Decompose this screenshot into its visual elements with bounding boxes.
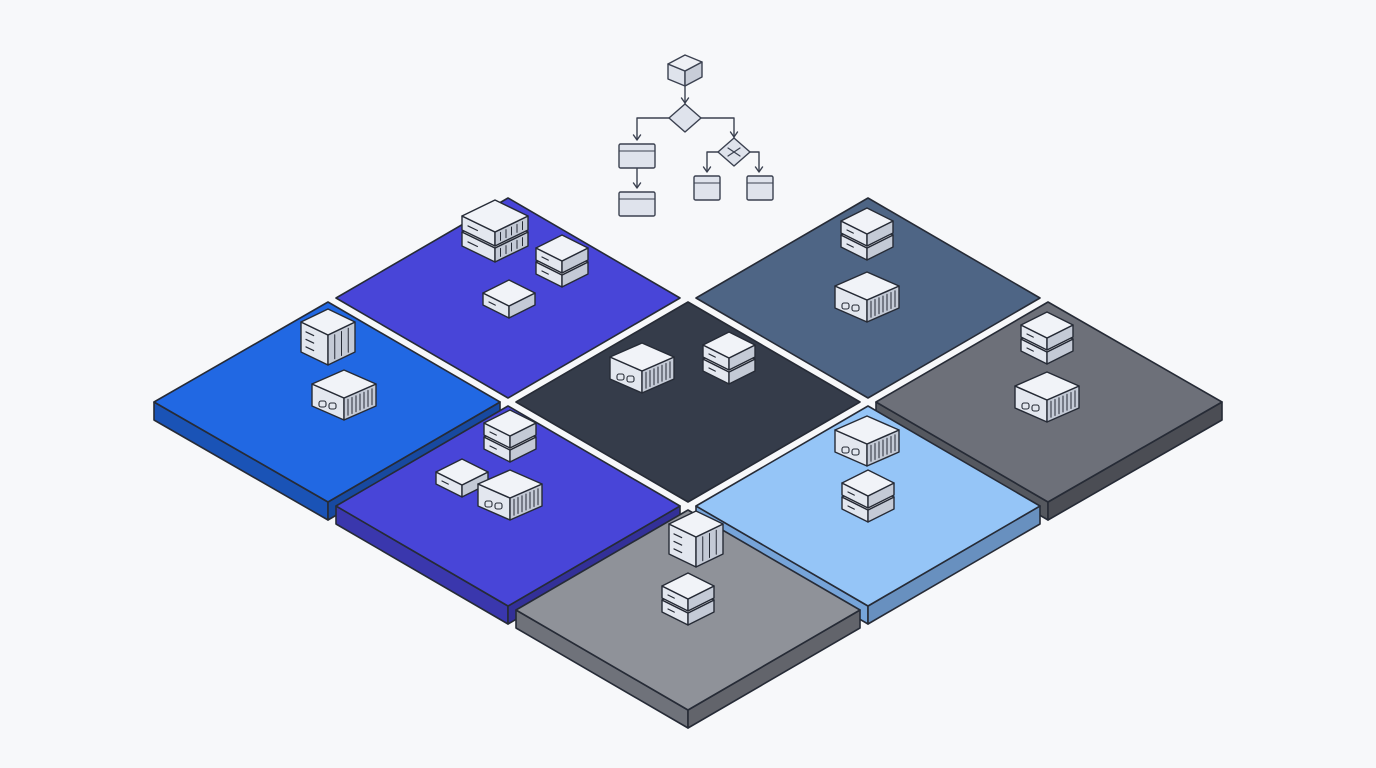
- server-unit-upper: [702, 331, 756, 371]
- zones-grid: [153, 197, 1223, 729]
- server-stack-icon: [661, 572, 715, 626]
- server-unit-upper: [841, 469, 895, 509]
- server-stack-icon: [841, 469, 895, 523]
- flowchart-edges: [632, 85, 764, 189]
- flowchart-start-cube: [667, 54, 703, 87]
- server-unit: [435, 458, 489, 498]
- flowchart-process-right-2: [746, 175, 774, 201]
- server-unit-upper: [840, 207, 894, 247]
- zone-bottom: [515, 509, 861, 729]
- server-stack-icon: [483, 409, 537, 463]
- server-small-icon: [482, 279, 536, 319]
- router-icon: [477, 469, 543, 521]
- router-icon: [834, 415, 900, 467]
- zone-top-right: [695, 197, 1041, 399]
- zone-center: [515, 301, 861, 503]
- server-small-icon: [435, 458, 489, 498]
- server-unit-upper: [1020, 311, 1074, 351]
- flowchart-decision-1: [668, 103, 702, 133]
- server-stack-icon: [840, 207, 894, 261]
- flowchart-process-right-1: [693, 175, 721, 201]
- server-stack-icon: [535, 234, 589, 288]
- server-unit-upper: [535, 234, 589, 274]
- server-stack-icon: [1020, 311, 1074, 365]
- flowchart-process-left-2: [618, 191, 656, 217]
- server-rack-double-icon: [461, 199, 529, 263]
- server-unit-upper: [661, 572, 715, 612]
- router-icon: [311, 369, 377, 421]
- shuffle-icon: [727, 147, 741, 157]
- flowchart-process-left-1: [618, 143, 656, 169]
- server-stack-icon: [702, 331, 756, 385]
- server-cube-body: [668, 510, 724, 568]
- flowchart-decision-2: [717, 137, 751, 167]
- server-cube-icon: [300, 308, 356, 366]
- zone-surface: [515, 301, 861, 503]
- flowchart: [618, 54, 774, 217]
- server-unit: [482, 279, 536, 319]
- server-unit-upper: [483, 409, 537, 449]
- server-cube-icon: [668, 510, 724, 568]
- router-icon: [834, 271, 900, 323]
- zone-top-left: [335, 197, 681, 399]
- router-icon: [609, 342, 675, 394]
- router-icon: [1014, 371, 1080, 423]
- server-cube-body: [300, 308, 356, 366]
